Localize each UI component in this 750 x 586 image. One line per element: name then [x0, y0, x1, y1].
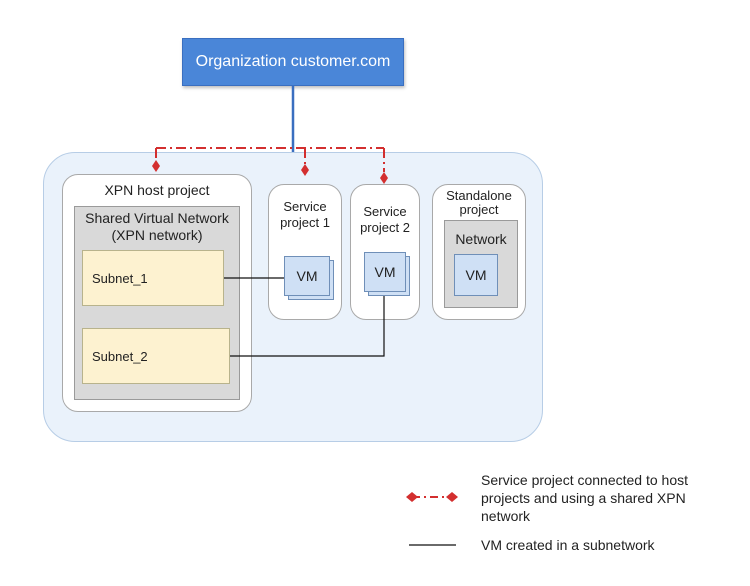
diamond-marker: [301, 164, 309, 176]
standalone-network-label: Network: [455, 231, 507, 247]
service-project-2-label-line2: project 2: [360, 220, 410, 235]
service-project-2-label-line1: Service: [363, 204, 407, 219]
standalone-vm: VM: [454, 254, 498, 296]
diamond-marker: [380, 172, 388, 184]
legend-dashed-line1: Service project connected to host: [481, 472, 689, 488]
organization-label: Organization customer.com: [195, 53, 391, 70]
diamond-marker: [152, 160, 160, 172]
service-project-1-label-line1: Service: [283, 199, 327, 214]
organization-node: Organization customer.com: [182, 38, 404, 86]
legend-dashed-text: Service project connected to host projec…: [481, 471, 741, 525]
shared-network-subtitle: (XPN network): [111, 227, 203, 243]
subnet-2: Subnet_2: [82, 328, 230, 384]
standalone-project-label-line2: project: [459, 202, 499, 217]
standalone-project-label-line1: Standalone: [446, 188, 512, 203]
subnet-2-label: Subnet_2: [92, 348, 148, 364]
subnet-1-label: Subnet_1: [92, 270, 148, 286]
standalone-vm-label: VM: [465, 267, 487, 283]
legend-solid-text: VM created in a subnetwork: [481, 537, 655, 553]
legend-dashed-line3: network: [481, 508, 531, 524]
service-project-2-vm: VM: [364, 252, 406, 292]
service-project-2-vm-label: VM: [374, 264, 396, 280]
subnet-1: Subnet_1: [82, 250, 224, 306]
service-project-1-label-line2: project 1: [280, 215, 330, 230]
service-project-1-vm: VM: [284, 256, 330, 296]
legend-diamond-left: [406, 492, 418, 502]
service-project-1-vm-label: VM: [296, 268, 318, 284]
subnet2-vm-link: [230, 296, 385, 357]
host-project-title: XPN host project: [104, 182, 210, 198]
legend-diamond-right: [446, 492, 458, 502]
legend-dashed-line2: projects and using a shared XPN: [481, 490, 686, 506]
shared-network-title: Shared Virtual Network: [85, 210, 229, 226]
